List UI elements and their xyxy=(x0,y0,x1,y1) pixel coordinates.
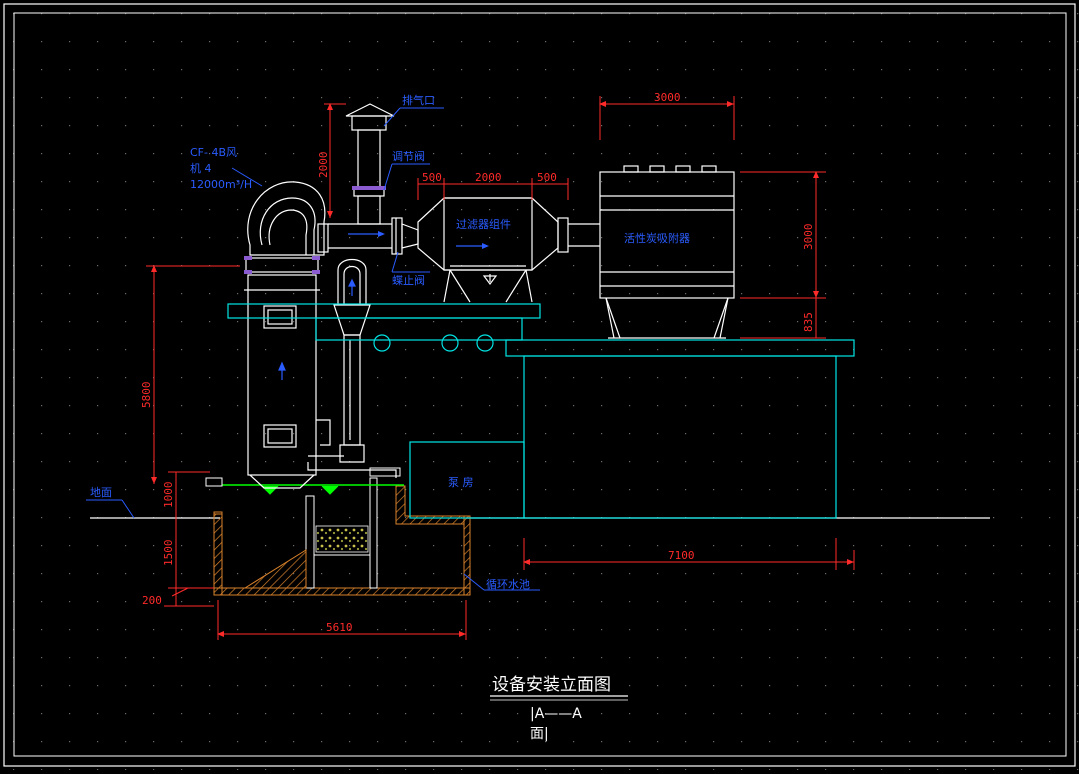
dimension-lines xyxy=(146,96,855,640)
exhaust-stack xyxy=(345,103,395,225)
sheet-border-outer xyxy=(3,3,1076,767)
label-fan-model: CF- 4B风 xyxy=(190,146,237,159)
dim-pit-bottom: 200 xyxy=(142,594,162,607)
dim-below-ground: 1500 xyxy=(162,540,175,567)
label-ground: 地面 xyxy=(90,486,112,499)
drawing-title: 设备安装立面图 xyxy=(492,675,611,695)
sheet-border-inner xyxy=(13,12,1067,757)
leader-lines xyxy=(86,107,540,591)
label-water-tank: 循环水池 xyxy=(486,578,530,591)
dim-adsorber-legs: 835 xyxy=(802,312,815,332)
dim-adsorber-height: 3000 xyxy=(802,224,815,251)
drawing-section: |A——A xyxy=(530,706,582,722)
drawing-section-sub: 面| xyxy=(530,726,549,742)
dim-tower-height: 5800 xyxy=(140,382,153,409)
dim-stack-height: 2000 xyxy=(317,152,330,179)
flow-arrow-filter xyxy=(456,243,489,249)
tower-flanges xyxy=(244,256,320,274)
carbon-adsorber xyxy=(599,165,735,339)
dim-duct-right: 500 xyxy=(537,171,557,184)
dim-filter-length: 2000 xyxy=(475,171,502,184)
filter-unit xyxy=(417,197,600,303)
dim-above-ground: 1000 xyxy=(162,482,175,509)
cyclone-separator xyxy=(307,258,397,478)
label-filter: 过滤器组件 xyxy=(456,217,511,231)
dim-duct-left: 500 xyxy=(422,171,442,184)
label-damper: 调节阀 xyxy=(392,149,425,163)
label-valve-lower: 蝶止阀 xyxy=(392,273,425,287)
centrifugal-fan xyxy=(247,181,392,256)
main-base-platform xyxy=(505,339,855,519)
label-exhaust-cap: 排气口 xyxy=(402,93,435,107)
dim-pit-length: 5610 xyxy=(326,621,353,634)
label-fan-sub: 机 4 xyxy=(190,161,212,175)
label-adsorber: 活性炭吸附器 xyxy=(624,231,690,245)
label-fan-flow: 12000m³/H xyxy=(190,178,252,191)
flow-arrow-duct xyxy=(348,231,385,237)
scrubber-tower xyxy=(244,257,331,489)
water-tank-pit xyxy=(205,467,471,596)
label-pump-room: 泵 房 xyxy=(448,476,474,489)
pump-room xyxy=(409,441,525,519)
dim-adsorber-width: 3000 xyxy=(654,91,681,104)
upper-platform xyxy=(227,303,541,352)
stack-flanges xyxy=(352,186,386,190)
dim-base-length: 7100 xyxy=(668,549,695,562)
